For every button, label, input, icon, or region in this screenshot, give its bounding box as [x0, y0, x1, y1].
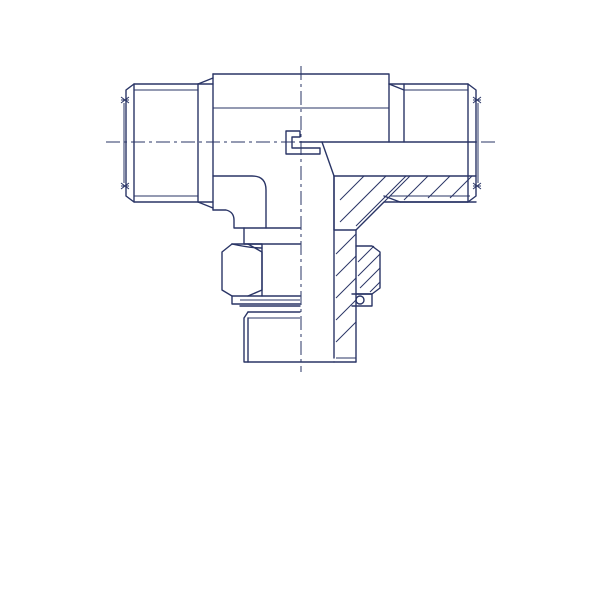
o-ring-section — [355, 295, 365, 305]
center-lines — [106, 66, 496, 372]
bottom-spigot — [239, 305, 357, 363]
section-hatching-arm — [333, 175, 477, 231]
nut-section — [351, 245, 381, 307]
left-arm — [120, 77, 214, 209]
lock-nut — [221, 227, 301, 305]
vertical-stem — [299, 141, 357, 363]
